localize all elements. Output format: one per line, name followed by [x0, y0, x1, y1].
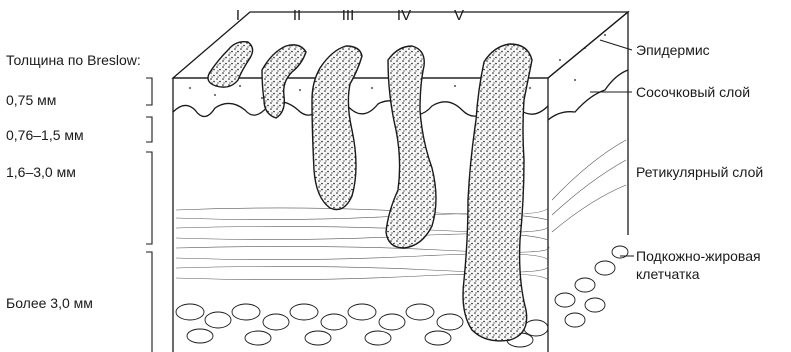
- bracket-over-3-0: [146, 252, 152, 352]
- breslow-range-1-6-3-0: 1,6–3,0 мм: [6, 164, 76, 180]
- stage-number-IV: IV: [389, 8, 419, 24]
- breslow-range-0-76-1-5: 0,76–1,5 мм: [6, 127, 84, 143]
- layer-label-epidermis: Эпидермис: [636, 42, 710, 58]
- tumors: [208, 42, 532, 341]
- bracket-1-6-3-0: [146, 152, 152, 244]
- breslow-title: Толщина по Breslow:: [6, 52, 141, 68]
- stage-number-I: I: [223, 8, 253, 24]
- layer-label-subcutis-line2: клетчатка: [636, 266, 700, 282]
- fat-lobules: [176, 246, 628, 347]
- tumor-III: [312, 46, 362, 210]
- tumor-V: [463, 44, 532, 341]
- layer-label-papillary: Сосочковый слой: [636, 84, 750, 100]
- breslow-range-0-75: 0,75 мм: [6, 92, 56, 108]
- leader-epidermis: [600, 40, 632, 50]
- stage-number-III: III: [333, 8, 363, 24]
- breslow-brackets: [146, 78, 152, 352]
- stage-number-II: II: [282, 8, 312, 24]
- bracket-0-75: [146, 78, 152, 105]
- stage-number-V: V: [444, 8, 474, 24]
- layer-label-reticular: Ретикулярный слой: [636, 164, 763, 180]
- bracket-0-76-1-5: [146, 117, 152, 142]
- layer-label-subcutis-line1: Подкожно-жировая: [636, 248, 761, 264]
- breslow-range-over-3-0: Более 3,0 мм: [6, 295, 93, 311]
